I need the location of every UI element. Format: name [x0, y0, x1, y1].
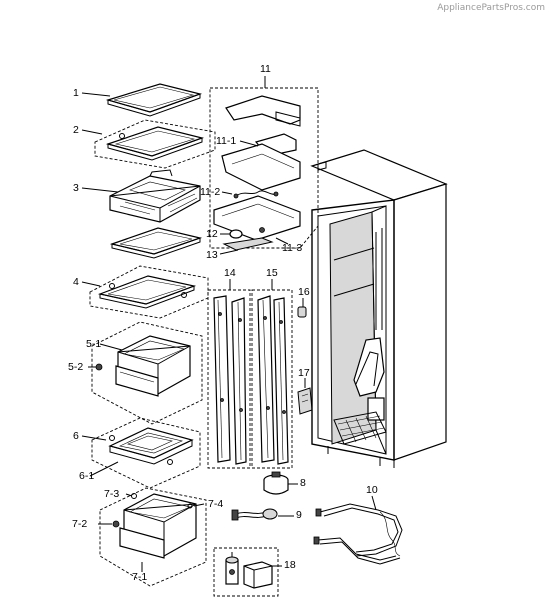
part-18-kit — [213, 547, 282, 597]
callout-7-2: 7-2 — [72, 518, 88, 530]
callout-7-3: 7-3 — [104, 488, 120, 500]
callout-3: 3 — [73, 182, 79, 194]
callout-13: 13 — [206, 249, 218, 261]
callout-6: 6 — [73, 430, 79, 442]
callout-2: 2 — [73, 124, 79, 136]
callout-11-1: 11-1 — [216, 135, 237, 147]
part-14-trim — [207, 279, 251, 469]
part-7-drawer-assembly — [98, 487, 207, 587]
part-6-drawer-cover-assembly — [81, 417, 201, 489]
part-4-shelf-assembly — [81, 265, 209, 319]
part-5-drawer-assembly — [88, 321, 203, 425]
part-16-cap — [297, 298, 307, 318]
callout-7-4: 7-4 — [208, 498, 224, 510]
callout-17: 17 — [298, 367, 310, 379]
part-9-harness — [231, 508, 294, 521]
part-1-shelf — [81, 83, 203, 117]
part-2-shelf-assembly — [81, 119, 216, 169]
callout-16: 16 — [298, 286, 310, 298]
callout-11: 11 — [260, 63, 271, 75]
part-3-bin — [81, 169, 201, 223]
callout-5-1: 5-1 — [86, 338, 102, 350]
part-10-wire-harness — [313, 495, 403, 565]
callout-5-2: 5-2 — [68, 361, 84, 373]
watermark: AppliancePartsPros.com — [437, 3, 545, 13]
callout-11-2: 11-2 — [200, 186, 221, 198]
part-15-trim — [251, 279, 293, 469]
callout-12: 12 — [206, 228, 218, 240]
callout-6-1: 6-1 — [79, 470, 95, 482]
part-17-switch — [297, 378, 313, 415]
refrigerator-cabinet — [310, 149, 448, 468]
callout-9: 9 — [296, 509, 302, 521]
callout-15: 15 — [266, 267, 278, 279]
callout-18: 18 — [284, 559, 296, 571]
glass-shelf — [109, 227, 203, 259]
callout-1: 1 — [73, 87, 79, 99]
callout-10: 10 — [366, 484, 378, 496]
part-8-motor — [263, 471, 298, 495]
callout-7-1: 7-1 — [132, 571, 148, 583]
callout-11-3: 11-3 — [282, 242, 303, 254]
part-11-assembly — [209, 76, 319, 255]
callout-8: 8 — [300, 477, 306, 489]
callout-4: 4 — [73, 276, 79, 288]
callout-14: 14 — [224, 267, 236, 279]
